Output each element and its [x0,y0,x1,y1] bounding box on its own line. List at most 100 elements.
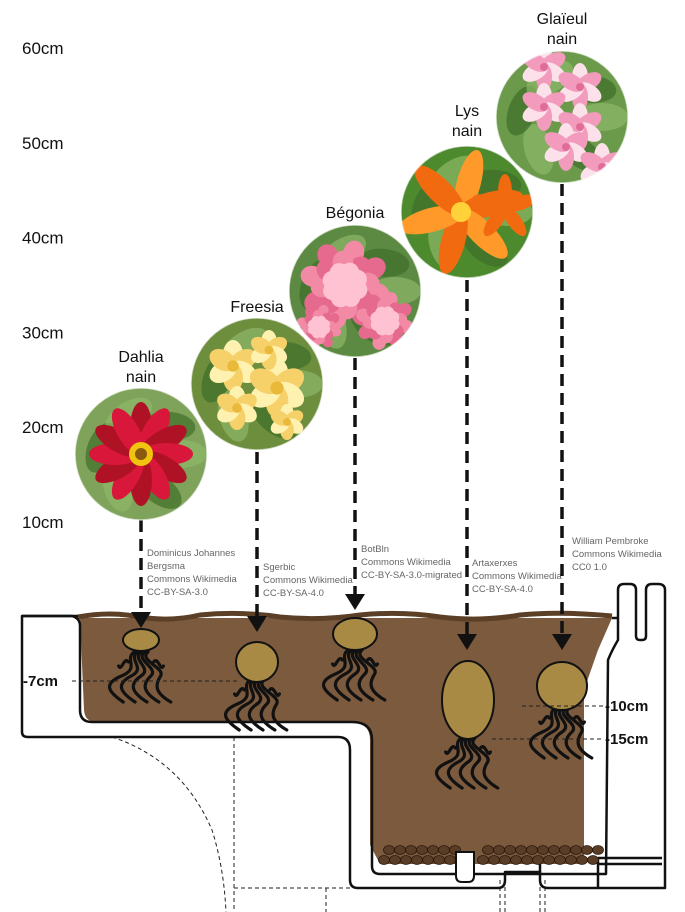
root [331,657,344,667]
red-dahlia-flower-icon [74,387,208,521]
photo-credit-freesia: CC-BY-SA-4.0 [263,588,324,599]
photo-credit-lys: Commons Wikimedia [472,571,562,582]
root [333,648,354,702]
freesia-bulb [235,641,279,683]
root [573,715,586,725]
pebble [537,845,549,855]
pebble [570,845,582,855]
pebble [438,845,450,855]
pebble [532,855,544,865]
height-tick-label: 10cm [22,513,64,532]
begonia-bulb [332,617,378,651]
root [256,678,277,732]
root [108,650,136,704]
root [144,650,173,704]
photo-credit-lys: Artaxerxes [472,558,518,569]
pebble [394,845,406,855]
plant-name-dahlia: nain [126,369,156,386]
plant-name-dahlia: Dahlia [118,349,163,366]
pebble [510,855,522,865]
root [140,650,161,704]
pebble [521,855,533,865]
root [565,706,594,760]
pebble [592,845,604,855]
root [366,657,379,667]
root [247,678,265,732]
pebble [416,845,428,855]
root [435,736,463,790]
plant-name-lys: Lys [455,103,479,120]
photo-credit-glaieul: Commons Wikimedia [572,549,662,560]
depth-guide-7: -7cm [23,673,240,690]
pebble [477,855,489,865]
pot-outline [20,582,667,890]
depth-guide-10: -10cm [522,698,648,715]
dahlia-bulb [122,628,160,652]
pebble [499,855,511,865]
root [467,736,488,790]
photo-credit-dahlia: Dominicus Johannes [147,548,235,559]
pebble [482,845,494,855]
depth-guide-15: -15cm [492,731,648,748]
root [552,706,570,760]
height-tick-label: 20cm [22,418,64,437]
arrow-head [457,634,477,650]
depth-label-15cm: -15cm [605,731,648,748]
root [233,687,246,697]
pebble [411,855,423,865]
pebble [400,855,412,865]
lys-bulb [441,660,495,740]
pink-begonia-flower-icon [288,224,422,358]
plant-name-freesia: Freesia [230,299,283,316]
pebble [543,855,555,865]
arrow-head [247,616,267,632]
photo-credit-begonia: BotBln [361,544,389,555]
root [471,736,500,790]
glaieul-bulb [536,661,588,711]
root [529,706,557,760]
pebble [433,855,445,865]
photo-credit-glaieul: William Pembroke [572,536,649,547]
yellow-freesia-flower-icon [190,317,324,451]
arrow-head [131,612,151,628]
pebble [383,845,395,855]
height-tick-label: 50cm [22,134,64,153]
photo-credit-lys: CC-BY-SA-4.0 [472,584,533,595]
photo-credit-freesia: Sgerbic [263,562,295,573]
root [131,650,149,704]
drainage-notches [455,851,475,883]
pebble [587,855,599,865]
pebble [548,845,560,855]
pebble [488,855,500,865]
photo-credit-glaieul: CC0 1.0 [572,562,607,573]
pebble [581,845,593,855]
pebble [378,855,390,865]
height-tick-label: 40cm [22,229,64,248]
pebble [493,845,505,855]
root [268,687,281,697]
pebble [405,845,417,855]
orange-lily-flower-icon [400,145,534,279]
soil-surface [77,610,613,622]
pebble [427,845,439,855]
root [152,659,165,669]
root [117,659,130,669]
root [561,706,582,760]
root [224,678,252,732]
root [354,648,375,702]
pebble [576,855,588,865]
pebble [565,855,577,865]
depth-label-10cm: -10cm [605,698,648,715]
pebble [389,855,401,865]
plant-name-glaieul: nain [547,31,577,48]
pebble [444,855,456,865]
plant-name-glaieul: Glaïeul [537,11,588,28]
plant-name-begonia: Bégonia [326,205,385,222]
